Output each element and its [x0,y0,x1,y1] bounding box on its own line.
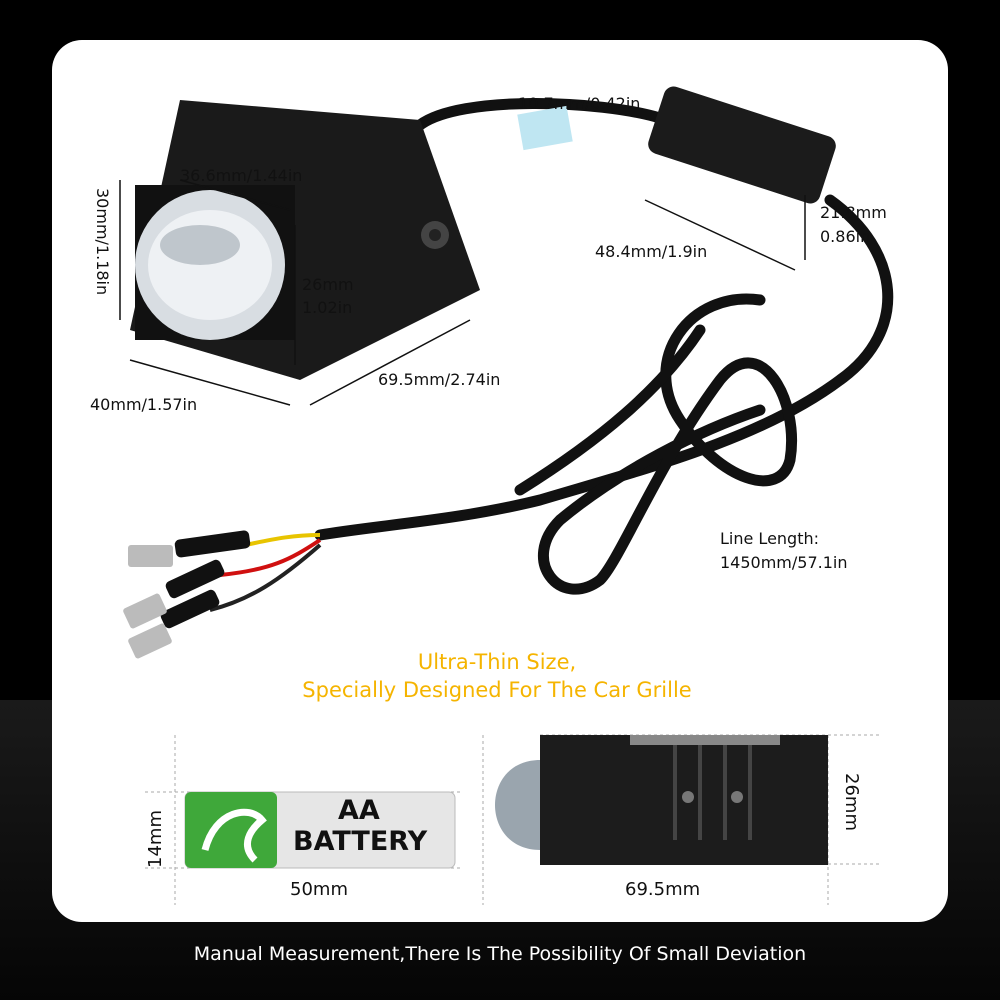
wires [209,533,322,612]
lamp-length-label: 69.5mm [625,879,701,900]
lamp-unit [130,100,480,380]
length-label: 69.5mm/2.74in [378,370,501,389]
battery-length-label: 50mm [290,879,348,900]
switch-height-in-label: 0.86in [820,227,871,246]
height-label: 30mm/1.18in [93,188,112,296]
spade-connectors [123,545,173,659]
battery-text-aa: AA [338,795,380,826]
battery-image [184,791,456,869]
lamp-height-label: 26mm [841,773,862,831]
cable-diameter-label: 10.7mm/0.42in [518,94,641,113]
battery-height-label: 14mm [145,810,166,868]
cable [314,98,894,595]
cable-tag [517,105,573,151]
lens-height-in-label: 1.02in [302,298,353,317]
tagline-line2: Specially Designed For The Car Grille [302,678,692,702]
tagline-line1: Ultra-Thin Size, [417,650,577,674]
dimension-arrows [119,179,806,406]
lamp-side-view [495,735,828,865]
switch-box [648,86,836,204]
switch-height-mm-label: 21.8mm [820,203,887,222]
line-length-value: 1450mm/57.1in [720,553,848,572]
width-label: 40mm/1.57in [90,395,198,414]
switch-length-label: 48.4mm/1.9in [595,242,708,261]
lens-width-label: 36.6mm/1.44in [180,166,303,185]
lens-height-mm-label: 26mm [302,275,354,294]
disclaimer-caption: Manual Measurement,There Is The Possibil… [193,943,807,965]
wire-terminals [160,530,251,629]
battery-text-battery: BATTERY [293,826,428,857]
line-length-title: Line Length: [720,529,820,548]
